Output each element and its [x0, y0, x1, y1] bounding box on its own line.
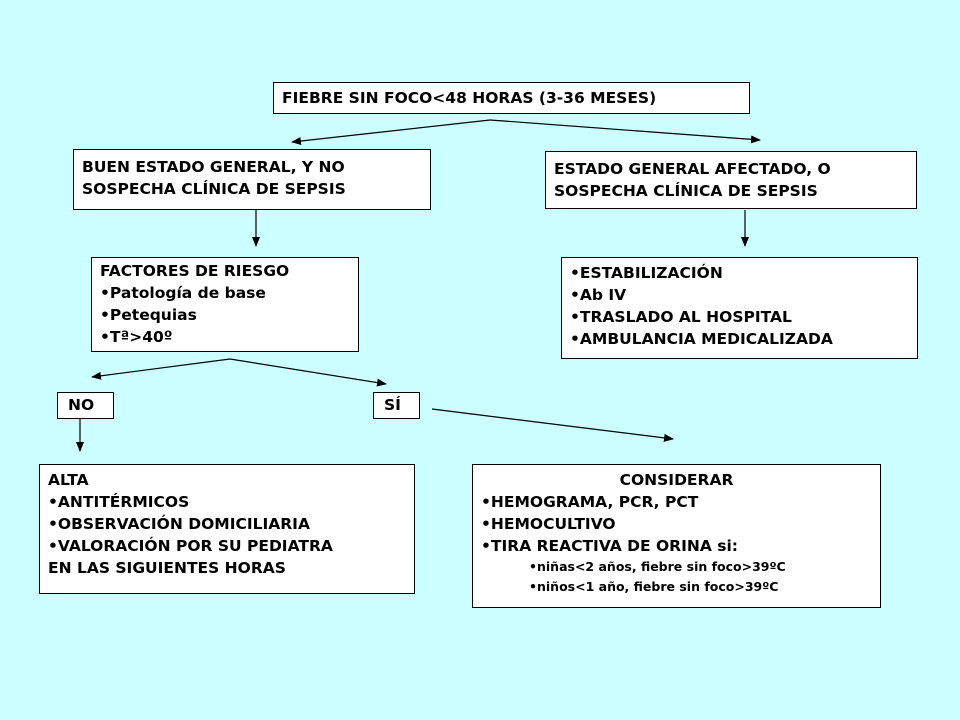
- good-state-line-1: BUEN ESTADO GENERAL, Y NO: [82, 158, 345, 176]
- title-box: FIEBRE SIN FOCO<48 HORAS (3-36 MESES): [273, 82, 750, 114]
- discharge-heading: ALTA: [48, 471, 89, 489]
- page-title: FIEBRE SIN FOCO<48 HORAS (3-36 MESES): [282, 89, 657, 107]
- yes-label: SÍ: [384, 396, 401, 414]
- affected-state-line-1: ESTADO GENERAL AFECTADO, O: [554, 160, 831, 178]
- consider-box: CONSIDERAR HEMOGRAMA, PCR, PCT HEMOCULTI…: [472, 464, 881, 608]
- action-item: ESTABILIZACIÓN: [570, 262, 909, 284]
- discharge-item: OBSERVACIÓN DOMICILIARIA: [48, 513, 406, 535]
- arrow-risk-to-yes: [229, 358, 387, 387]
- yes-box: SÍ: [373, 392, 420, 419]
- discharge-item: VALORACIÓN POR SU PEDIATRA: [48, 535, 406, 557]
- risk-factor-item: Petequias: [100, 304, 350, 326]
- good-state-line-2: SOSPECHA CLÍNICA DE SEPSIS: [82, 180, 346, 198]
- consider-item: TIRA REACTIVA DE ORINA si:: [481, 535, 872, 557]
- arrow-title-to-good: [291, 119, 491, 145]
- risk-factors-heading: FACTORES DE RIESGO: [100, 262, 290, 280]
- action-item: AMBULANCIA MEDICALIZADA: [570, 328, 909, 350]
- discharge-continuation: EN LAS SIGUIENTES HORAS: [48, 559, 286, 577]
- risk-factor-item: Tª>40º: [100, 326, 350, 348]
- consider-item: HEMOGRAMA, PCR, PCT: [481, 491, 872, 513]
- no-box: NO: [57, 392, 114, 419]
- consider-subitem: niñas<2 años, fiebre sin foco>39ºC: [481, 557, 872, 577]
- consider-subitem: niños<1 año, fiebre sin foco>39ºC: [481, 577, 872, 597]
- consider-heading: CONSIDERAR: [619, 471, 734, 489]
- action-item: Ab IV: [570, 284, 909, 306]
- arrow-risk-to-no: [91, 358, 231, 380]
- affected-state-box: ESTADO GENERAL AFECTADO, O SOSPECHA CLÍN…: [545, 151, 917, 209]
- risk-factor-item: Patología de base: [100, 282, 350, 304]
- affected-state-line-2: SOSPECHA CLÍNICA DE SEPSIS: [554, 182, 818, 200]
- good-state-box: BUEN ESTADO GENERAL, Y NO SOSPECHA CLÍNI…: [73, 149, 431, 210]
- action-item: TRASLADO AL HOSPITAL: [570, 306, 909, 328]
- discharge-item: ANTITÉRMICOS: [48, 491, 406, 513]
- arrow-title-to-affected: [489, 119, 761, 144]
- actions-box: ESTABILIZACIÓN Ab IV TRASLADO AL HOSPITA…: [561, 257, 918, 359]
- arrow-yes-to-consider: [431, 408, 674, 442]
- discharge-box: ALTA ANTITÉRMICOS OBSERVACIÓN DOMICILIAR…: [39, 464, 415, 594]
- consider-item: HEMOCULTIVO: [481, 513, 872, 535]
- risk-factors-box: FACTORES DE RIESGO Patología de base Pet…: [91, 257, 359, 352]
- no-label: NO: [68, 396, 95, 414]
